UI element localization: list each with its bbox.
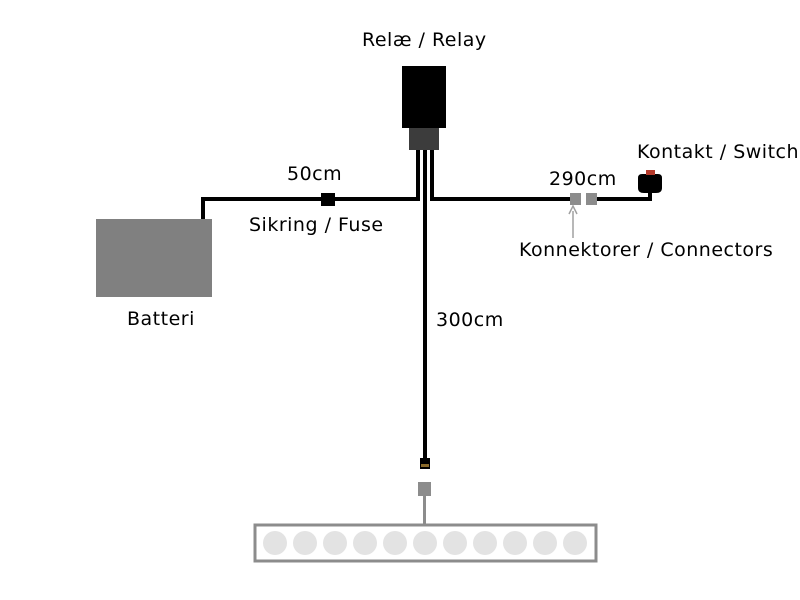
- led-3: [323, 531, 347, 555]
- light-bar-leds: [263, 531, 587, 555]
- led-9: [503, 531, 527, 555]
- connector-pointer-arrow-head: [568, 204, 578, 215]
- relay-label: Relæ / Relay: [362, 29, 487, 51]
- cable-length-switch-label: 290cm: [549, 168, 617, 190]
- connector-left: [570, 193, 581, 205]
- relay: [402, 66, 446, 128]
- led-5: [383, 531, 407, 555]
- led-2: [293, 531, 317, 555]
- switch-indicator: [646, 170, 655, 175]
- cable-length-light-label: 300cm: [436, 309, 504, 331]
- led-1: [263, 531, 287, 555]
- led-6: [413, 531, 437, 555]
- led-10: [533, 531, 557, 555]
- fuse-label: Sikring / Fuse: [249, 214, 384, 236]
- led-11: [563, 531, 587, 555]
- battery: [96, 219, 212, 297]
- relay-wire-3: [430, 150, 576, 201]
- connectors-label: Konnektorer / Connectors: [519, 239, 774, 261]
- led-8: [473, 531, 497, 555]
- plug-female: [418, 482, 431, 496]
- cable-length-fuse-label: 50cm: [287, 163, 343, 185]
- fuse: [321, 193, 335, 206]
- connector-right: [586, 193, 597, 205]
- relay-socket: [409, 128, 439, 150]
- plug-male: [420, 458, 430, 469]
- switch: [638, 174, 662, 193]
- led-4: [353, 531, 377, 555]
- battery-label: Batteri: [127, 308, 195, 330]
- plug-male-pins: [421, 464, 429, 467]
- switch-label: Kontakt / Switch: [637, 141, 800, 163]
- led-7: [443, 531, 467, 555]
